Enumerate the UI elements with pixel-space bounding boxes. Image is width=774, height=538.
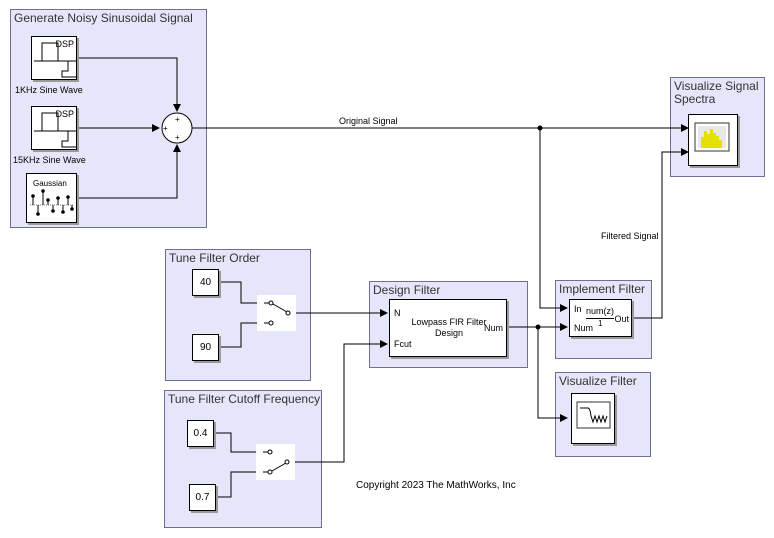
copyright-text: Copyright 2023 The MathWorks, Inc <box>356 480 516 491</box>
sine-wave-15khz-label: 15KHz Sine Wave <box>13 155 86 165</box>
port-in: In <box>574 304 582 314</box>
sum-sign-left: + <box>163 124 168 133</box>
sum-sign-top: + <box>175 115 180 124</box>
area-title: Tune Filter Order <box>169 251 260 265</box>
spectrum-analyzer-block[interactable] <box>688 114 738 166</box>
area-title: Implement Filter <box>559 282 646 296</box>
filter-visualizer-block[interactable] <box>571 393 615 444</box>
gaussian-noise-block[interactable]: Gaussian <box>26 173 77 223</box>
sine-wave-15khz-block[interactable]: DSP <box>31 106 77 150</box>
manual-switch-order[interactable] <box>257 295 296 331</box>
port-num: Num <box>574 323 594 333</box>
original-signal-label: Original Signal <box>339 116 398 126</box>
constant-cutoff-04[interactable]: 0.4 <box>187 420 214 447</box>
manual-switch-cutoff[interactable] <box>256 444 295 480</box>
spectrum-icon <box>694 122 730 152</box>
port-fcut: Fcut <box>394 339 412 349</box>
sine-wave-1khz-block[interactable]: DSP <box>31 36 77 80</box>
dsp-tag: DSP <box>55 39 74 49</box>
constant-order-90[interactable]: 90 <box>192 334 219 361</box>
port-n: N <box>394 308 401 318</box>
port-num-out: Num <box>483 323 503 333</box>
port-out: Out <box>614 314 629 324</box>
filter-response-icon <box>576 401 611 429</box>
design-block-text: Lowpass FIR Filter Design <box>411 317 487 338</box>
gaussian-label: Gaussian <box>33 179 67 188</box>
dsp-sine-icon <box>34 112 76 148</box>
constant-order-40[interactable]: 40 <box>192 269 219 296</box>
tf-numerator: num(z) <box>586 306 615 316</box>
sum-block[interactable]: + + + <box>160 111 194 145</box>
filtered-signal-label: Filtered Signal <box>601 231 659 241</box>
tf-fraction-line <box>586 318 614 319</box>
tf-denominator: 1 <box>598 319 603 328</box>
constant-cutoff-07[interactable]: 0.7 <box>189 484 216 511</box>
lowpass-fir-design-block[interactable]: N Fcut Num Lowpass FIR Filter Design <box>389 299 507 357</box>
area-title: Visualize Signal Spectra <box>674 79 759 106</box>
area-title: Tune Filter Cutoff Frequency <box>168 392 321 406</box>
discrete-fir-filter-block[interactable]: In Num Out num(z) 1 <box>569 299 632 337</box>
sine-wave-1khz-label: 1KHz Sine Wave <box>15 85 83 95</box>
area-title: Generate Noisy Sinusoidal Signal <box>14 11 193 25</box>
dsp-tag: DSP <box>55 109 74 119</box>
area-tune-cutoff: Tune Filter Cutoff Frequency <box>164 390 322 528</box>
area-title: Design Filter <box>373 283 441 297</box>
random-noise-icon <box>30 189 74 216</box>
dsp-sine-icon <box>34 42 76 78</box>
sum-sign-bottom: + <box>175 133 180 142</box>
area-title: Visualize Filter <box>559 374 637 388</box>
